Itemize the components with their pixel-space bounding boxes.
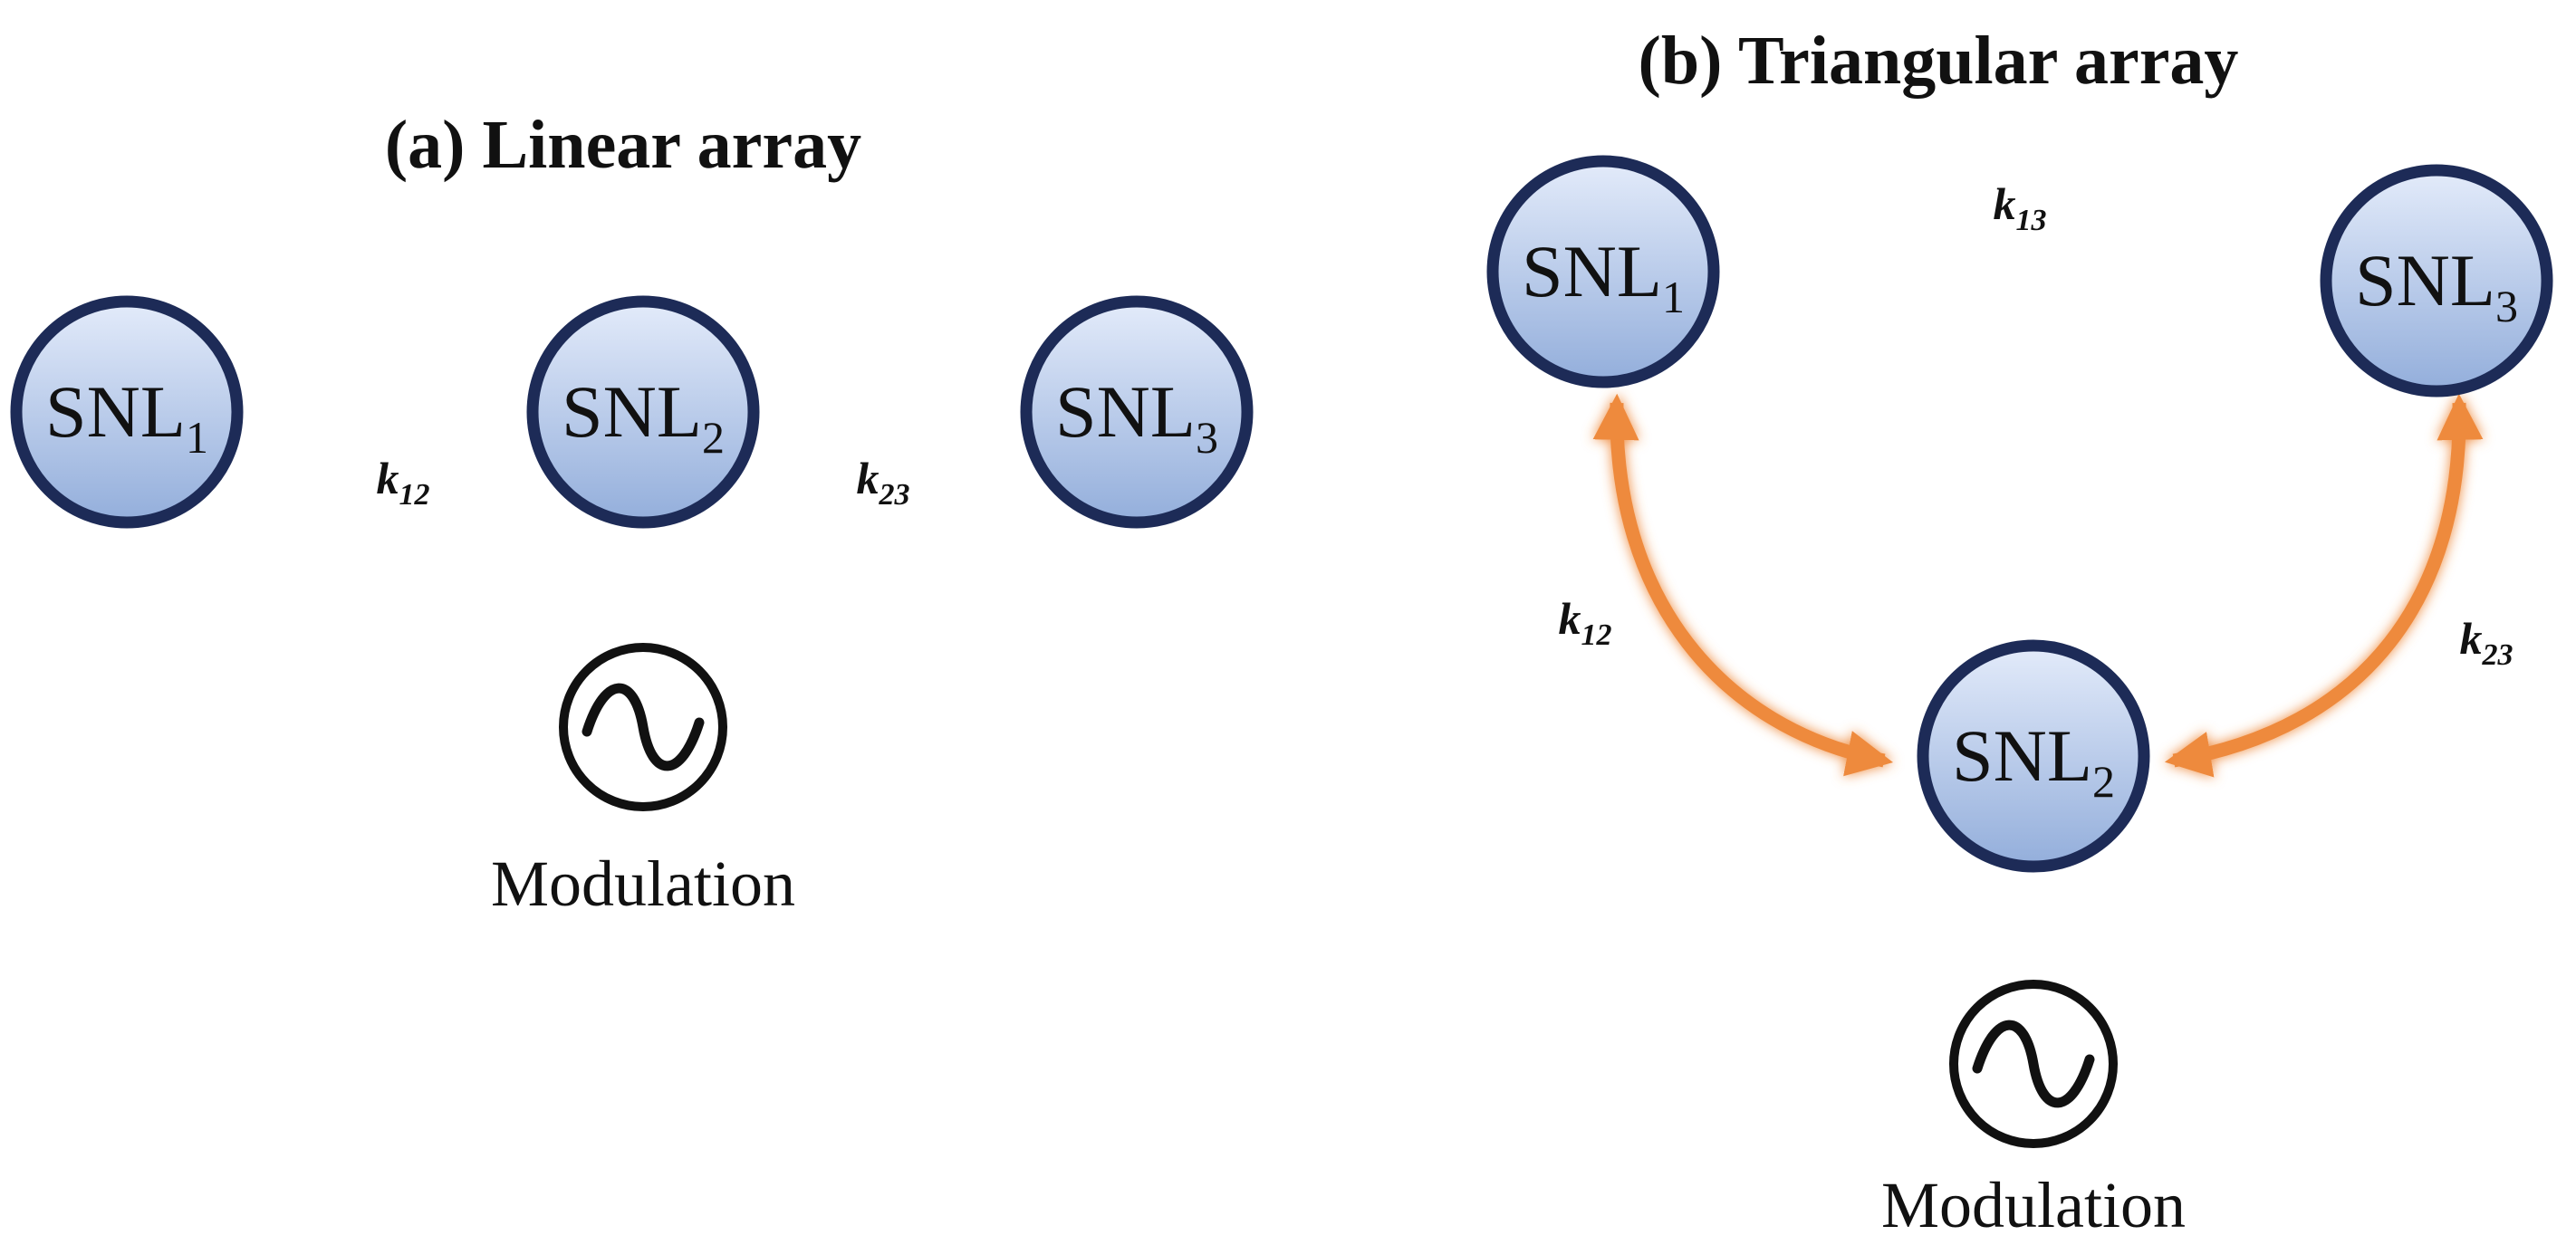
panel-triangular-array: (b) Triangular array SNL1 SNL2 SNL3 k13 … [1486, 23, 2553, 1241]
coupling-label-k23: k23 [857, 453, 910, 512]
coupling-label-k13: k13 [1994, 178, 2047, 237]
node-label: SNL3 [1055, 370, 1218, 463]
node-snl-1: SNL1 [1486, 155, 1720, 388]
panel-title-linear: (a) Linear array [385, 107, 861, 183]
coupling-label-k12: k12 [1559, 593, 1612, 652]
modulation-label: Modulation [1881, 1169, 2186, 1241]
modulation-label: Modulation [491, 848, 795, 920]
node-label: SNL2 [562, 370, 725, 463]
node-snl-2: SNL2 [1917, 639, 2150, 873]
node-snl-2: SNL2 [526, 295, 760, 529]
node-label: SNL1 [45, 370, 208, 463]
coupling-arrow-k12 [1592, 393, 1894, 777]
node-label: SNL2 [1952, 714, 2115, 807]
panel-title-triangular: (b) Triangular array [1639, 23, 2239, 99]
node-label: SNL3 [2355, 239, 2518, 331]
coupling-label-k23: k23 [2460, 613, 2514, 672]
coupling-label-k12: k12 [377, 453, 430, 512]
node-label: SNL1 [1522, 230, 1685, 322]
node-snl-3: SNL3 [1020, 295, 1254, 529]
panel-linear-array: (a) Linear array SNL1 SNL2 SNL3 k12 k23 … [10, 107, 1254, 920]
node-snl-3: SNL3 [2320, 164, 2553, 397]
coupling-arrow-k23 [2164, 393, 2484, 778]
node-snl-1: SNL1 [10, 295, 244, 529]
sine-wave-source-icon [559, 643, 727, 811]
sine-wave-source-icon [1949, 980, 2118, 1148]
